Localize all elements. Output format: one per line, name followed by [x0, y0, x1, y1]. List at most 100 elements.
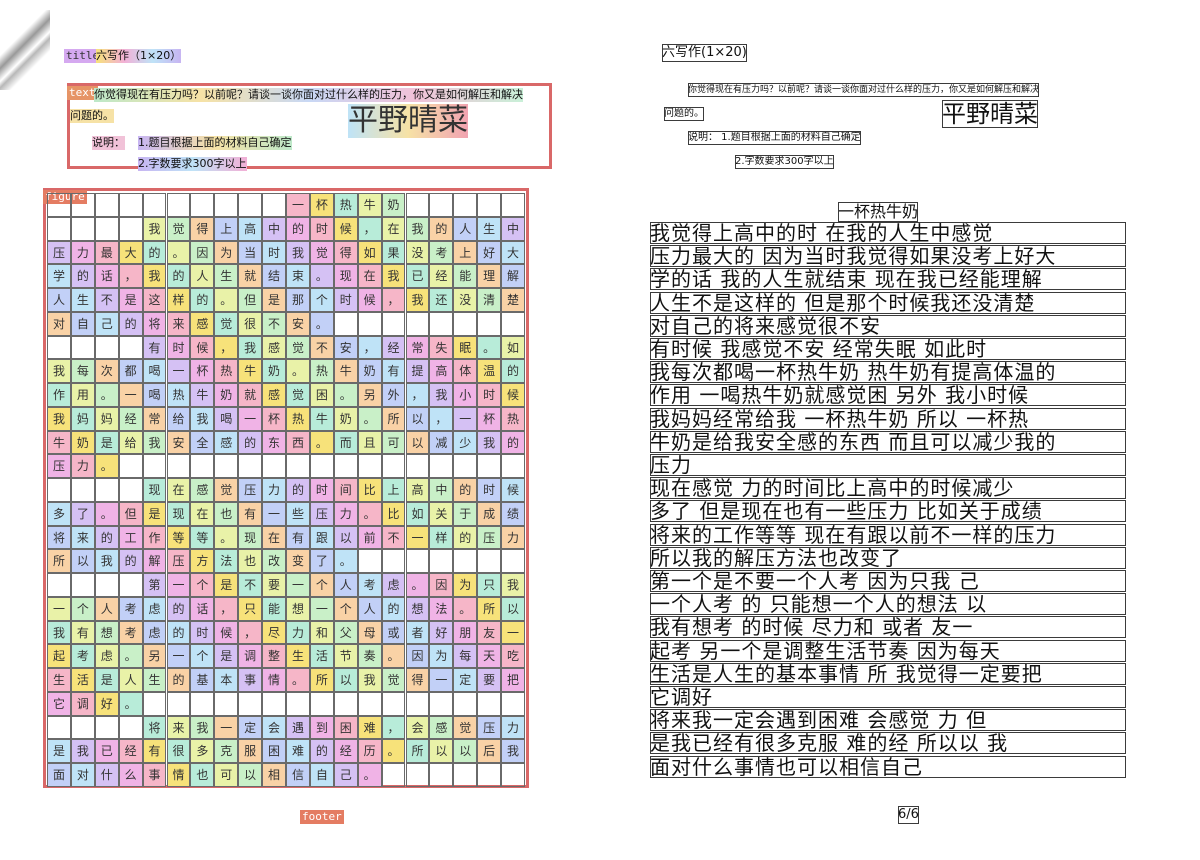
grid-cell — [286, 454, 310, 479]
grid-cell: 理 — [477, 264, 502, 289]
right-prompt-line2: 问题的。 — [664, 107, 704, 121]
grid-cell: 上 — [214, 216, 239, 241]
grid-cell — [47, 216, 71, 241]
grid-cell: 到 — [309, 715, 334, 740]
grid-cell: 候 — [214, 620, 239, 645]
right-essay-line: 我妈妈经常给我 一杯热牛奶 所以 一杯热 — [650, 407, 1126, 430]
grid-cell: 不 — [94, 288, 119, 312]
right-note2: 2.字数要求300字以上 — [735, 155, 834, 169]
grid-cell: 面 — [47, 763, 71, 787]
grid-cell: 上 — [381, 478, 406, 502]
grid-cell: 天 — [477, 644, 502, 669]
grid-cell: 是 — [214, 644, 239, 669]
grid-cell: 。 — [357, 763, 382, 787]
grid-cell: 力 — [333, 501, 358, 526]
left-note2: 2.字数要求300字以上 — [138, 157, 247, 171]
grid-cell: 要 — [262, 573, 286, 597]
grid-cell: 人 — [118, 668, 143, 692]
right-signature: 平野晴菜 — [942, 100, 1038, 128]
grid-cell: 楚 — [501, 288, 525, 312]
grid-cell — [70, 216, 95, 241]
grid-cell: 法 — [429, 596, 454, 621]
grid-cell: ， — [357, 335, 382, 360]
grid-cell: 时 — [309, 478, 334, 502]
grid-cell: 第 — [142, 573, 167, 597]
right-essay-line: 它调好 — [650, 686, 1126, 708]
grid-cell: 压 — [47, 454, 71, 479]
grid-cell: 情 — [262, 668, 286, 692]
right-essay-line: 压力 — [650, 454, 1126, 476]
grid-cell: 考 — [357, 573, 382, 597]
grid-cell: 样 — [429, 525, 454, 550]
grid-cell — [118, 216, 143, 241]
right-essay-line: 作用 一喝热牛奶就感觉困 另外 我小时候 — [650, 384, 1126, 407]
right-prompt-line1: 你觉得现在有压力吗？以前呢？请谈一谈你面对过什么样的压力，你又是如何解压和解决 — [688, 83, 1040, 97]
grid-cell — [238, 454, 263, 479]
grid-cell: 时 — [190, 620, 215, 645]
grid-cell: 的 — [118, 311, 143, 336]
grid-cell: 我 — [94, 549, 119, 574]
grid-cell: 。 — [405, 573, 430, 597]
grid-cell: 。 — [333, 383, 358, 407]
grid-cell: 觉 — [453, 715, 478, 740]
grid-cell: 中 — [262, 216, 286, 241]
grid-cell: 奶 — [333, 406, 358, 431]
grid-cell: 的 — [286, 478, 310, 502]
grid-cell: 安 — [333, 335, 358, 360]
grid-cell: 奶 — [214, 383, 239, 407]
grid-cell: 多 — [47, 501, 71, 526]
grid-cell: 人 — [47, 288, 71, 312]
grid-cell: 不 — [381, 525, 406, 550]
essay-grid: 一杯热牛奶 我觉得上高中的时候，在我的人生中压力最大的。因为当时我觉得如果没考上… — [47, 193, 525, 787]
title-tag: title — [64, 49, 102, 63]
right-essay-line: 面对什么事情也可以相信自己 — [650, 755, 1126, 778]
grid-cell: 想 — [286, 596, 310, 621]
right-essay-line: 所以我的解压方法也改变了 — [650, 546, 1126, 569]
grid-cell: 另 — [357, 383, 382, 407]
grid-cell — [142, 454, 167, 479]
grid-cell: 不 — [309, 335, 334, 360]
grid-cell: 中 — [429, 478, 454, 502]
grid-cell: 已 — [405, 264, 430, 289]
grid-cell — [381, 549, 406, 574]
grid-cell: 的 — [453, 478, 478, 502]
grid-cell: 现 — [166, 501, 191, 526]
grid-cell: 是 — [214, 573, 239, 597]
grid-cell — [357, 691, 382, 716]
grid-cell: 力 — [70, 240, 95, 265]
grid-cell: 母 — [357, 620, 382, 645]
grid-cell: 我 — [142, 430, 167, 455]
grid-cell: 个 — [190, 573, 215, 597]
grid-cell — [477, 454, 502, 479]
right-heading: 六写作(1×20) — [662, 44, 747, 62]
grid-cell: 一 — [118, 383, 143, 407]
grid-cell: 的 — [453, 525, 478, 550]
grid-cell — [94, 216, 119, 241]
grid-cell: 有 — [381, 359, 406, 384]
grid-cell: 牛 — [309, 406, 334, 431]
grid-cell: 得 — [405, 668, 430, 692]
grid-cell: 么 — [118, 763, 143, 787]
grid-cell: 奏 — [357, 644, 382, 669]
grid-cell — [118, 715, 143, 740]
grid-cell: 的 — [309, 739, 334, 764]
grid-cell: 压 — [477, 525, 502, 550]
grid-cell: 虑 — [381, 573, 406, 597]
grid-cell: ， — [405, 383, 430, 407]
grid-cell: 是 — [118, 288, 143, 312]
grid-cell: 眠 — [453, 335, 478, 360]
grid-cell: 节 — [333, 644, 358, 669]
grid-cell: 己 — [94, 311, 119, 336]
grid-cell: 用 — [70, 383, 95, 407]
grid-cell — [94, 715, 119, 740]
right-essay-line: 一个人考 的 只能想一个人的想法 以 — [650, 593, 1126, 616]
grid-cell: 生 — [477, 216, 502, 241]
grid-cell: 自 — [309, 763, 334, 787]
grid-cell: 觉 — [286, 383, 310, 407]
grid-cell: 感 — [262, 335, 286, 360]
grid-cell: 是 — [94, 668, 119, 692]
grid-cell: 因 — [405, 644, 430, 669]
grid-cell: 有 — [286, 525, 310, 550]
grid-cell: 作 — [47, 383, 71, 407]
grid-cell: 失 — [429, 335, 454, 360]
